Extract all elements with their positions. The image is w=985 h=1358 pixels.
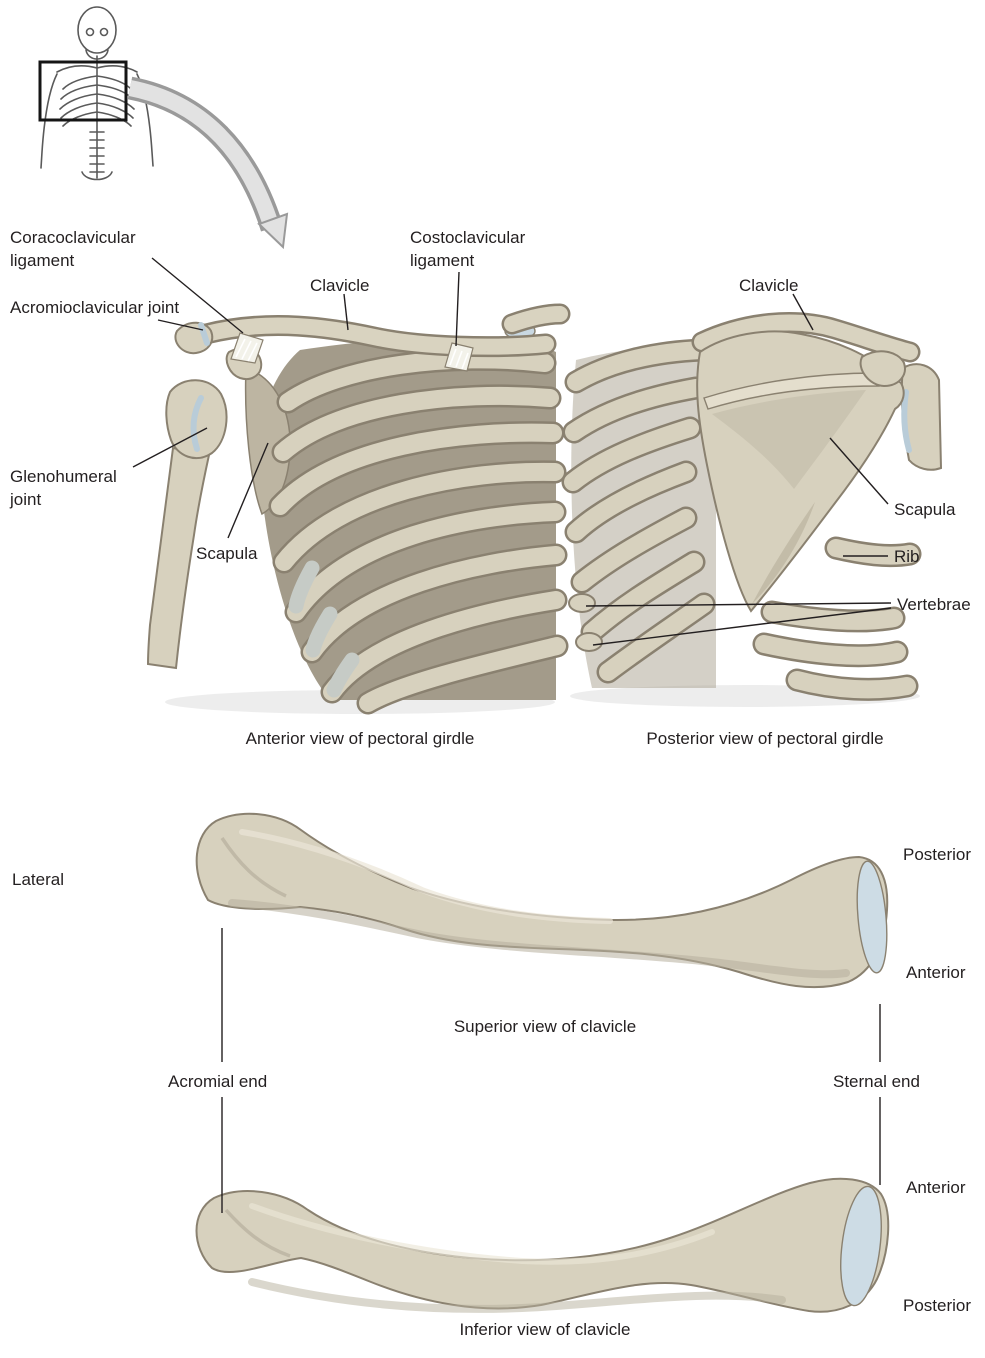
superior-clavicle-illustration xyxy=(195,812,889,989)
sternal-articular-facet xyxy=(840,1185,882,1307)
acromion-process xyxy=(859,350,906,388)
label-costoclavicular-ligament: Costoclavicular ligament xyxy=(410,228,526,270)
humerus-bone xyxy=(146,379,228,670)
label-posterior-inferior-view: Posterior xyxy=(903,1296,972,1315)
label-clavicle-posterior: Clavicle xyxy=(739,276,799,295)
label-acromioclavicular-joint: Acromioclavicular joint xyxy=(10,298,180,317)
inferior-clavicle-illustration xyxy=(195,1177,890,1313)
label-scapula-posterior: Scapula xyxy=(894,500,956,519)
label-rib: Rib xyxy=(894,547,920,566)
humerus-bone xyxy=(900,363,943,471)
clavicle-bone xyxy=(195,1177,890,1313)
glenohumeral-joint-cartilage xyxy=(190,395,204,452)
posterior-pectoral-girdle-illustration xyxy=(568,323,943,707)
caption-posterior-view: Posterior view of pectoral girdle xyxy=(646,729,884,748)
label-glenohumeral-joint: Glenohumeral joint xyxy=(10,467,117,509)
rib-cage xyxy=(280,359,557,703)
label-lateral: Lateral xyxy=(12,870,64,889)
locator-arrow-icon xyxy=(127,76,289,250)
coracoclavicular-ligament-shape xyxy=(230,332,264,364)
label-acromial-end: Acromial end xyxy=(168,1072,268,1091)
region-highlight-box xyxy=(38,60,128,122)
label-clavicle-anterior: Clavicle xyxy=(310,276,370,295)
clavicle-bone xyxy=(195,812,889,989)
label-anterior-superior-view: Anterior xyxy=(906,963,966,982)
label-sternal-end: Sternal end xyxy=(833,1072,920,1091)
acromioclavicular-joint-cartilage xyxy=(198,322,210,346)
label-coracoclavicular-ligament: Coracoclavicular ligament xyxy=(10,228,136,270)
label-vertebrae: Vertebrae xyxy=(897,595,971,614)
infraspinous-fossa-shading xyxy=(712,390,866,489)
leader-lines xyxy=(132,257,892,1213)
caption-superior-view: Superior view of clavicle xyxy=(453,1017,637,1036)
caption-inferior-view: Inferior view of clavicle xyxy=(459,1320,631,1339)
sternal-articular-facet xyxy=(856,860,888,974)
costoclavicular-ligament-shape xyxy=(444,342,474,372)
label-scapula-anterior: Scapula xyxy=(196,544,258,563)
anterior-pectoral-girdle-illustration xyxy=(146,314,560,714)
glenoid-cartilage xyxy=(901,389,912,453)
skull-icon xyxy=(77,6,117,54)
skeleton-locator-inset xyxy=(38,6,289,250)
vertebrae-processes xyxy=(568,593,603,652)
label-posterior-superior-view: Posterior xyxy=(903,845,972,864)
caption-anterior-view: Anterior view of pectoral girdle xyxy=(245,729,475,748)
label-anterior-inferior-view: Anterior xyxy=(906,1178,966,1197)
